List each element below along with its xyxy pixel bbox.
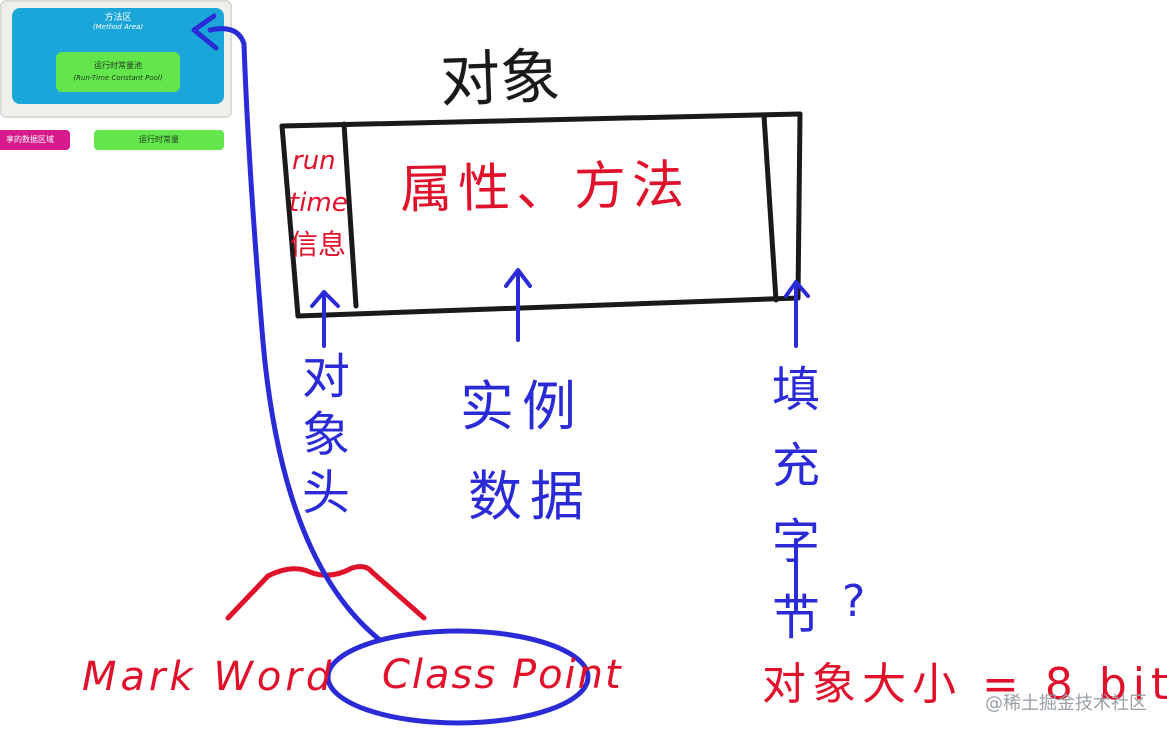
site-watermark: @稀土掘金技术社区 — [985, 693, 1147, 714]
object-title: 对象 — [439, 41, 562, 117]
object-header-char: 头 — [301, 465, 350, 521]
method-area-subtitle: (Method Area) — [92, 23, 144, 31]
header-divider — [341, 121, 359, 309]
header-brace — [225, 564, 427, 621]
padding-question-mark: ? — [842, 576, 866, 627]
instance-data-line-1: 实例 — [460, 375, 584, 438]
runtime-constant-label: 运行时常量 — [94, 130, 224, 150]
padding-char: 充 — [771, 438, 820, 494]
constant-pool-box: 运行时常量池 (Run-Time Constant Pool) — [56, 52, 180, 92]
mark-word-label: Mark Word — [82, 654, 336, 700]
padding-bytes-label: 填 充 字 节 — [766, 352, 826, 656]
class-point-link — [191, 13, 591, 726]
jvm-memory-panel: 方法区 (Method Area) 运行时常量池 (Run-Time Const… — [0, 0, 232, 118]
padding-char: 填 — [771, 362, 820, 418]
method-area-box: 方法区 (Method Area) 运行时常量池 (Run-Time Const… — [12, 8, 224, 104]
padding-char: 节 — [771, 590, 820, 646]
shared-data-region-label: 享的数据区域 — [0, 130, 70, 150]
runtime-info-line-2: time — [289, 188, 348, 218]
object-size-formula: 对象大小 = 8 bit · n — [762, 659, 1167, 710]
pointer-arrows — [310, 268, 810, 612]
object-header-label: 对 象 头 — [296, 348, 356, 522]
instance-data-line-2: 数据 — [468, 465, 592, 528]
padding-divider — [761, 113, 779, 303]
method-area-title: 方法区 — [104, 13, 132, 23]
object-box — [279, 111, 803, 319]
class-point-label: Class Point — [382, 652, 623, 698]
object-header-char: 象 — [301, 407, 350, 463]
constant-pool-title: 运行时常量池 — [94, 61, 142, 70]
runtime-info-line-1: run — [292, 146, 336, 176]
padding-char: 字 — [771, 514, 820, 570]
fields-methods-label: 属性、方法 — [399, 155, 691, 221]
object-header-char: 对 — [301, 349, 350, 405]
runtime-info-line-3: 信息 — [290, 228, 347, 261]
constant-pool-subtitle: (Run-Time Constant Pool) — [73, 74, 163, 82]
